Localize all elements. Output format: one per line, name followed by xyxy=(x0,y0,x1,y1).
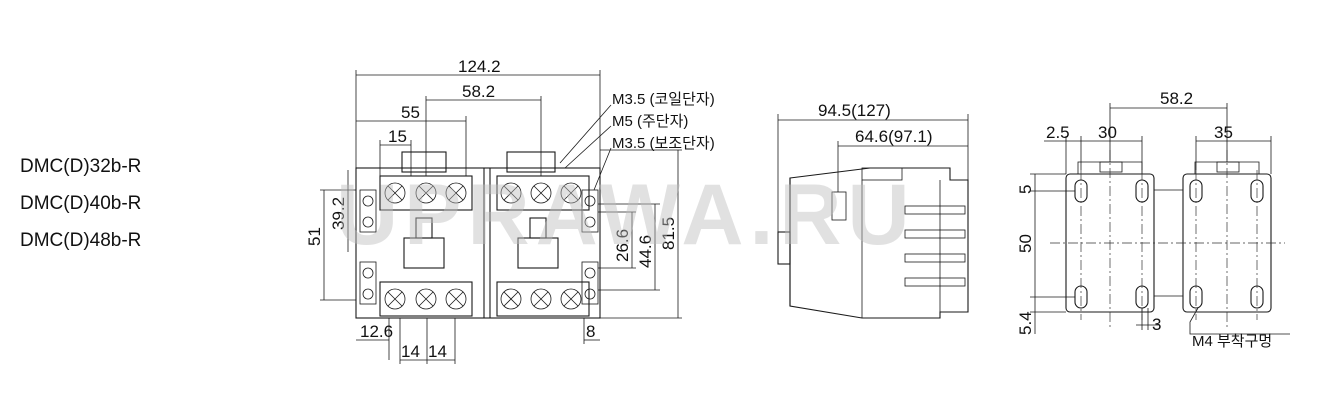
dim-bottom-pitch-2: 14 xyxy=(428,342,447,361)
dim-left-span: 55 xyxy=(401,103,420,122)
dim-side-depth: 94.5(127) xyxy=(818,101,891,120)
bottom-terminal-block-left xyxy=(379,281,473,317)
front-body-outline xyxy=(355,167,601,319)
dim-mount-hole-pitch: 50 xyxy=(1016,234,1035,253)
dim-overall-width: 124.2 xyxy=(458,57,501,76)
dim-side-depth-inner: 64.6(97.1) xyxy=(855,127,933,146)
dim-height: 51 xyxy=(305,227,324,246)
model-list: DMC(D)32b-R DMC(D)40b-R DMC(D)48b-R xyxy=(20,148,141,259)
callout-coil-terminal: M3.5 (코일단자) xyxy=(612,91,715,108)
model-name: DMC(D)32b-R xyxy=(20,156,142,177)
dim-mount-top-offset: 5 xyxy=(1016,185,1035,194)
model-name: DMC(D)48b-R xyxy=(20,230,142,251)
dim-mount-right-width: 35 xyxy=(1214,123,1233,142)
mounting-view: 58.2 2.5 30 35 5 50 5.4 3 M4 부착구멍 xyxy=(1016,89,1290,350)
dim-aux-height: 26.6 xyxy=(613,229,632,262)
dim-height-inner: 39.2 xyxy=(329,197,348,230)
side-view: 94.5(127) 64.6(97.1) xyxy=(777,101,969,319)
dim-mount-center-span: 58.2 xyxy=(1160,89,1193,108)
callout-aux-terminal: M3.5 (보조단자) xyxy=(612,135,715,152)
coil-terminals-left xyxy=(401,151,447,173)
watermark: UPRAWA.RU xyxy=(336,167,916,263)
callout-main-terminal: M5 (주단자) xyxy=(612,113,688,130)
dim-bottom-pitch-1: 14 xyxy=(401,342,420,361)
coil-terminals-right xyxy=(506,151,556,173)
dim-mid-height: 44.6 xyxy=(636,235,655,268)
dim-pitch: 15 xyxy=(388,127,407,146)
dim-total-height: 81.5 xyxy=(659,217,678,250)
dim-mount-edge-offset: 2.5 xyxy=(1046,123,1070,142)
model-name: DMC(D)40b-R xyxy=(20,193,142,214)
dim-mount-left-width: 30 xyxy=(1098,123,1117,142)
dim-bottom-offset: 12.6 xyxy=(360,322,393,341)
dim-mount-bottom-offset: 5.4 xyxy=(1016,311,1035,335)
top-terminal-block-right xyxy=(496,175,590,211)
front-view: 124.2 58.2 55 15 51 39.2 26.6 44.6 81.5 … xyxy=(305,57,715,364)
dim-center-span: 58.2 xyxy=(462,82,495,101)
dim-right-offset: 8 xyxy=(586,322,595,341)
mount-hole-label: M4 부착구멍 xyxy=(1192,333,1272,350)
side-body-outline xyxy=(789,167,969,319)
dim-mount-slot-width: 3 xyxy=(1152,315,1161,334)
